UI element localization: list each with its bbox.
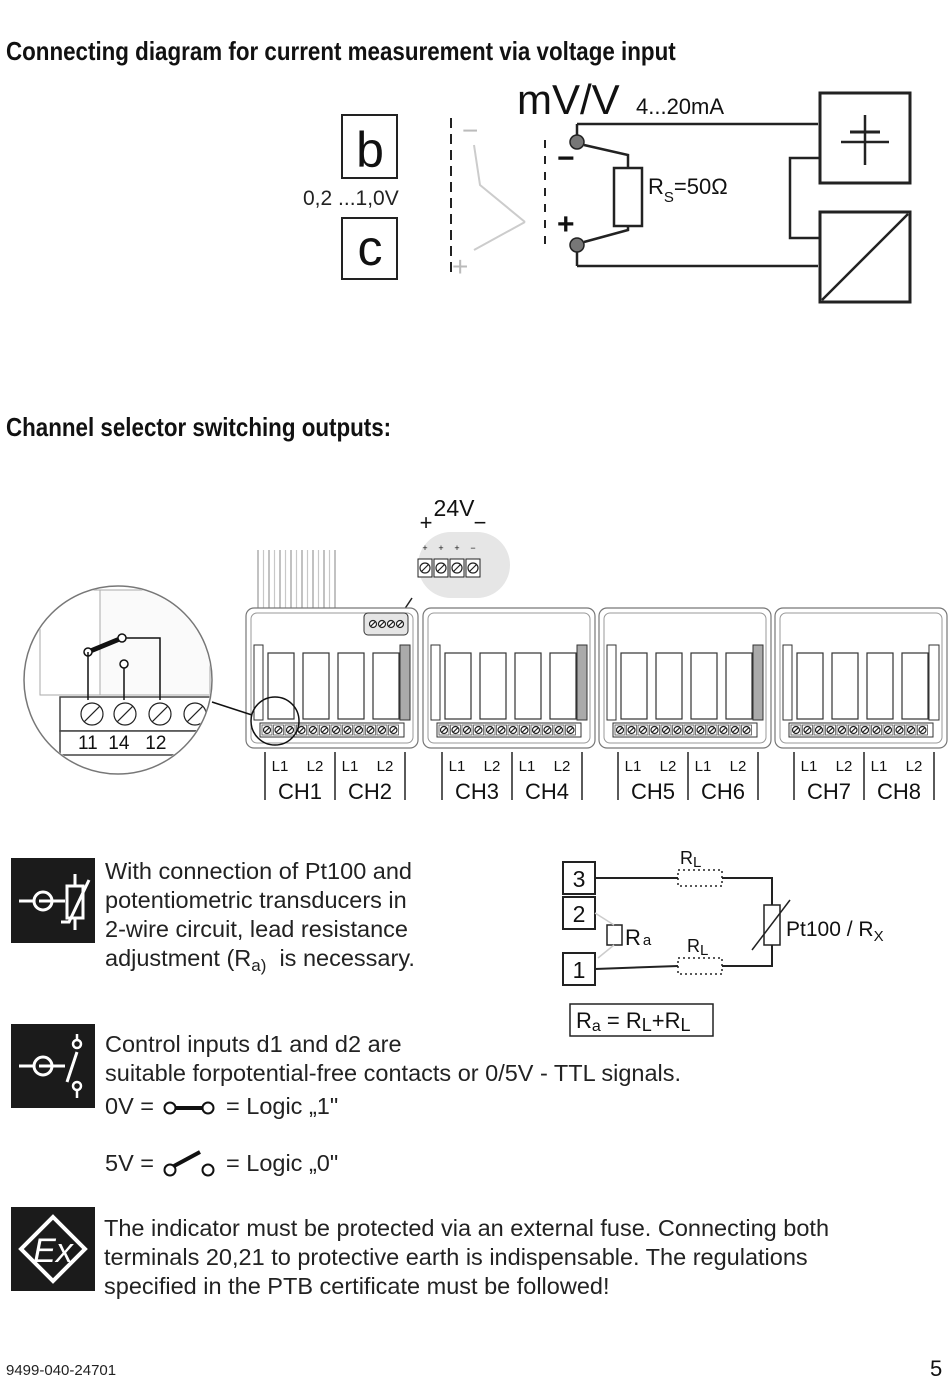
- channel-name-label: CH2: [348, 779, 392, 804]
- terminal-b-box: [341, 114, 398, 179]
- supply-plus: +: [420, 510, 433, 535]
- logic-1-suffix: = Logic „1": [226, 1093, 339, 1119]
- ra-formula-box: [569, 1003, 714, 1037]
- logic-1-prefix: 0V =: [105, 1093, 154, 1119]
- control-note-line1: Control inputs d1 and d2 are: [105, 1031, 402, 1057]
- pt100-note-line: With connection of Pt100 and: [105, 858, 413, 884]
- logic-0-suffix: = Logic „0": [226, 1149, 339, 1176]
- channel-l1-label: L1: [871, 758, 888, 775]
- shunt-resistor-label: RS=50Ω: [648, 174, 728, 206]
- control-note-line2: suitable forpotential-free contacts or 0…: [105, 1060, 682, 1086]
- channel-l2-label: L2: [836, 758, 853, 775]
- channel-l2-label: L2: [484, 758, 501, 775]
- svg-text:−: −: [470, 543, 475, 553]
- relay-modules: [245, 607, 948, 749]
- ex-note-text: The indicator must be protected via an e…: [104, 1214, 829, 1301]
- channel-l2-label: L2: [377, 758, 394, 775]
- channel-name-label: CH4: [525, 779, 569, 804]
- rl-top-label: RL: [680, 848, 701, 871]
- terminal-c-box: [341, 217, 398, 280]
- channel-l1-label: L1: [342, 758, 359, 775]
- relay-module-3: [598, 607, 772, 749]
- channel-l1-label: L1: [625, 758, 642, 775]
- pt100-terminal-2: 2: [573, 901, 586, 927]
- input-plus: +: [557, 208, 575, 241]
- channel-l2-label: L2: [906, 758, 923, 775]
- channel-name-label: CH7: [807, 779, 851, 804]
- supply-voltage-label: 24V: [434, 495, 476, 521]
- channel-l2-label: L2: [730, 758, 747, 775]
- ra-formula: Ra = RL+RL: [576, 1008, 691, 1035]
- channel-name-label: CH8: [877, 779, 921, 804]
- mv-v-label: mV/V: [517, 76, 620, 123]
- pt100-terminal-1: 1: [573, 957, 586, 983]
- control-note-icon-box: [11, 1024, 95, 1108]
- svg-text:+: +: [438, 543, 443, 553]
- relay-module-4: [774, 607, 948, 749]
- relay-module-2: [422, 607, 596, 749]
- channel-l2-label: L2: [307, 758, 324, 775]
- pt100-note-line: 2-wire circuit, lead resistance: [105, 916, 408, 942]
- ex-hazard-icon: Ex: [18, 1214, 88, 1284]
- terminal-c-label: c: [358, 220, 383, 276]
- pt100-note-line: adjustment (Ra) is necessary.: [105, 945, 415, 975]
- ex-note-icon-box: Ex: [11, 1207, 95, 1291]
- current-range-label: 4...20mA: [636, 94, 724, 119]
- channel-name-label: CH1: [278, 779, 322, 804]
- supply-terminals: + + + −: [417, 543, 481, 578]
- logic-1-row: 0V = = Logic „1": [105, 1092, 338, 1121]
- supply-minus: −: [474, 510, 487, 535]
- terminal-b-label: b: [356, 122, 384, 178]
- pt100-sensor-label: Pt100 / RX: [786, 918, 884, 945]
- closed-contact-icon: [163, 1101, 215, 1114]
- relay-module-1: [245, 607, 419, 749]
- ex-note-line2: terminals 20,21 to protective earth is i…: [104, 1244, 808, 1270]
- gray-minus: −: [462, 115, 478, 146]
- voltage-range-label: 0,2 ...1,0V: [303, 187, 399, 210]
- channel-name-label: CH5: [631, 779, 675, 804]
- document-number: 9499-040-24701: [6, 1362, 117, 1379]
- logic-0-row: 5V = = Logic „0": [105, 1148, 338, 1178]
- heading-current-measurement: Connecting diagram for current measureme…: [6, 36, 676, 66]
- gray-plus: +: [452, 251, 468, 282]
- channel-l1-label: L1: [272, 758, 289, 775]
- channel-l1-label: L1: [695, 758, 712, 775]
- pt100-terminal-3: 3: [573, 866, 586, 892]
- logic-0-prefix: 5V =: [105, 1149, 154, 1176]
- channel-l2-label: L2: [660, 758, 677, 775]
- svg-text:+: +: [422, 543, 427, 553]
- ribbon-cable: [257, 550, 336, 611]
- ex-note-line1: The indicator must be protected via an e…: [104, 1215, 830, 1241]
- pt100-resistor-icon: [19, 874, 91, 930]
- rl-bottom-label: RL: [687, 936, 708, 959]
- voltage-input-diagram: b c 0,2 ...1,0V − + mV/V 4...20mA − + RS…: [303, 76, 912, 304]
- shunt-resistor: [612, 166, 644, 228]
- pt100-note-icon-box: [11, 858, 95, 943]
- ex-symbol-text: Ex: [33, 1232, 74, 1270]
- channel-name-label: CH6: [701, 779, 745, 804]
- channel-l2-label: L2: [554, 758, 571, 775]
- pt100-note-line: potentiometric transducers in: [105, 887, 407, 913]
- open-contact-icon: [163, 1150, 215, 1177]
- ex-note-line3: specified in the PTB certificate must be…: [104, 1273, 610, 1299]
- channel-name-label: CH3: [455, 779, 499, 804]
- switch-contact-icon: [19, 1034, 83, 1098]
- channel-l1-label: L1: [801, 758, 818, 775]
- control-note-text: Control inputs d1 and d2 are suitable fo…: [105, 1030, 681, 1088]
- svg-text:+: +: [454, 543, 459, 553]
- detail-terminal-numbers: 11 14 12: [78, 733, 166, 754]
- channel-l1-label: L1: [449, 758, 466, 775]
- input-minus: −: [557, 142, 575, 175]
- page-number: 5: [930, 1356, 943, 1381]
- heading-channel-selector: Channel selector switching outputs:: [6, 412, 392, 442]
- channel-l1-label: L1: [519, 758, 536, 775]
- pt100-note-text: With connection of Pt100 and potentiomet…: [105, 857, 415, 980]
